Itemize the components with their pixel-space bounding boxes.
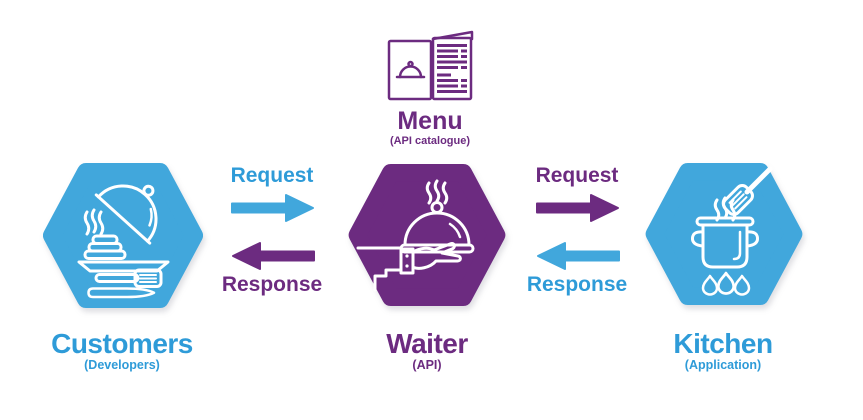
spatula-icon <box>722 166 773 216</box>
node-title-customers: Customers <box>51 328 193 359</box>
node-kitchen <box>645 163 803 305</box>
fork-icon <box>94 268 163 288</box>
flames-icon <box>701 271 751 296</box>
sleeve-icon <box>356 246 403 292</box>
served-dish-icon <box>77 184 170 299</box>
node-customers <box>43 163 203 308</box>
node-subtitle-waiter: (API) <box>412 358 442 372</box>
response-arrow-icon <box>232 242 315 270</box>
pot-body-icon <box>701 223 749 269</box>
node-title-waiter: Waiter <box>386 328 468 359</box>
cloche-lid-icon <box>94 184 158 245</box>
request-arrow-icon <box>231 194 314 222</box>
menu-title: Menu <box>397 107 463 135</box>
steam-icon <box>83 208 105 236</box>
pot-handle-left-icon <box>690 230 705 248</box>
pot-handle-right-icon <box>745 230 760 248</box>
hexagon-shape <box>348 164 506 306</box>
cooking-pot-icon <box>690 166 773 296</box>
node-subtitle-customers: (Developers) <box>84 358 160 372</box>
request-label: Request <box>230 164 314 187</box>
hand-icon <box>411 242 462 270</box>
request-label: Request <box>535 164 619 187</box>
menu-text-lines <box>437 44 467 93</box>
request-arrow-icon <box>536 194 619 222</box>
knife-icon <box>87 287 156 299</box>
node-title-kitchen: Kitchen <box>673 328 773 359</box>
menu-subtitle: (API catalogue) <box>389 135 471 147</box>
menu-book-icon <box>387 30 474 101</box>
node-waiter <box>348 164 506 306</box>
hexagon-shape <box>645 163 803 305</box>
menu-group <box>387 30 477 103</box>
response-arrow-icon <box>537 242 620 270</box>
cuff-icon <box>399 247 415 275</box>
response-label: Response <box>221 273 323 296</box>
cloche-dome-icon <box>403 211 471 247</box>
steam-icon <box>425 179 449 205</box>
response-label: Response <box>526 273 628 296</box>
node-subtitle-kitchen: (Application) <box>684 358 762 372</box>
waiter-hand-tray-icon <box>356 179 475 292</box>
